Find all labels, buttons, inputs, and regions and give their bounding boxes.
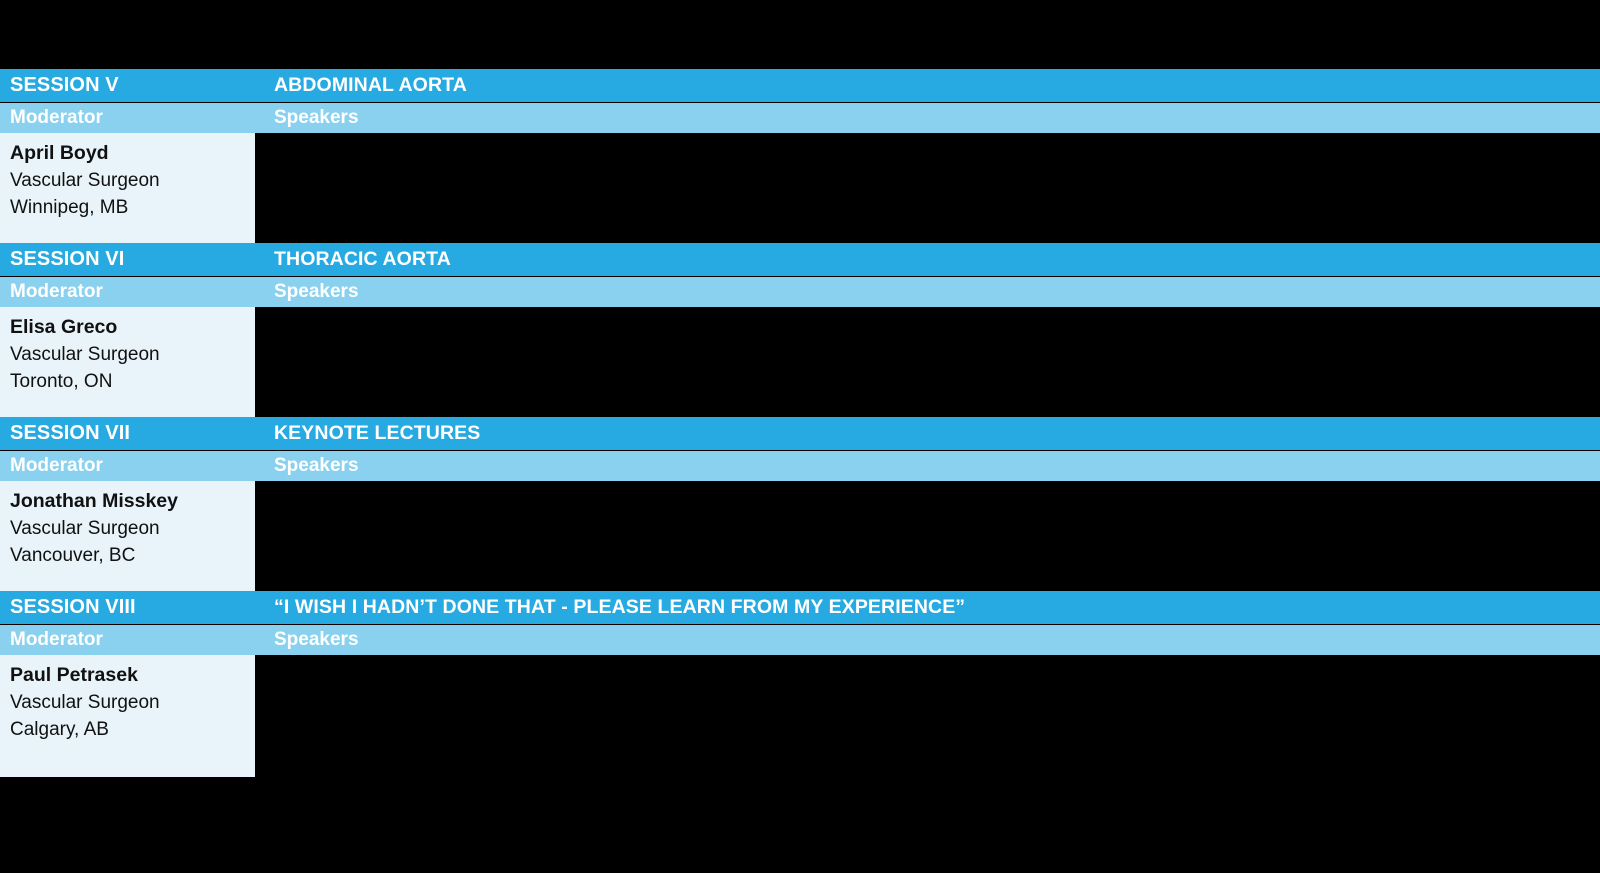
- session-number-4: SESSION VIII: [10, 596, 136, 618]
- speaker-cell-redacted: [264, 481, 521, 562]
- speaker-cell-redacted: [789, 133, 1046, 216]
- session-number-3: SESSION VII: [10, 422, 131, 444]
- speaker-cell-strip-redacted: [530, 392, 783, 409]
- session-title-2: THORACIC AORTA: [274, 248, 451, 270]
- speaker-cell-redacted: [1052, 133, 1310, 216]
- speaker-grid-2: [264, 307, 1568, 417]
- speaker-cell-strip-redacted: [264, 566, 521, 583]
- moderator-name-3: Jonathan Misskey: [10, 490, 178, 512]
- session-number-1: SESSION V: [10, 74, 119, 96]
- moderator-label-3: Moderator: [10, 455, 103, 476]
- speaker-cell-strip-redacted: [264, 392, 521, 409]
- speaker-cell-strip-redacted: [789, 220, 1046, 238]
- speaker-cell-strip-redacted: [1052, 392, 1310, 409]
- speaker-cell-redacted: [264, 133, 521, 216]
- moderator-role-2: Vascular Surgeon: [10, 343, 160, 365]
- moderator-city-4: Calgary, AB: [10, 718, 109, 740]
- speaker-cell-redacted: [1316, 655, 1568, 747]
- speaker-cell-redacted: [1052, 481, 1310, 562]
- speaker-cell-strip-redacted: [1316, 392, 1568, 409]
- speaker-cell-redacted: [789, 481, 1046, 562]
- session-number-2: SESSION VI: [10, 248, 125, 270]
- moderator-city-3: Vancouver, BC: [10, 544, 136, 566]
- top-cropped-region: [0, 0, 1600, 69]
- speaker-cell-redacted: [530, 481, 783, 562]
- moderator-label-4: Moderator: [10, 629, 103, 650]
- speaker-cell-redacted: [1316, 307, 1568, 388]
- session-body-2: Elisa Greco Vascular Surgeon Toronto, ON: [0, 307, 1600, 417]
- moderator-name-4: Paul Petrasek: [10, 664, 138, 686]
- speaker-cell-strip-redacted: [264, 220, 521, 238]
- session-title-bar-1: SESSION V ABDOMINAL AORTA: [0, 69, 1600, 102]
- speaker-cell-strip-redacted: [1316, 566, 1568, 583]
- speaker-cell-redacted: [789, 307, 1046, 388]
- session-title-bar-2: SESSION VI THORACIC AORTA: [0, 243, 1600, 276]
- moderator-role-1: Vascular Surgeon: [10, 169, 160, 191]
- session-subheader-bar-3: Moderator Speakers: [0, 451, 1600, 481]
- moderator-cell-4: Paul Petrasek Vascular Surgeon Calgary, …: [0, 655, 255, 777]
- speaker-cell-redacted: [530, 133, 783, 216]
- speakers-label-2: Speakers: [274, 281, 359, 302]
- session-title-3: KEYNOTE LECTURES: [274, 422, 481, 444]
- speaker-grid-4: [264, 655, 1568, 841]
- moderator-name-2: Elisa Greco: [10, 316, 118, 338]
- moderator-city-2: Toronto, ON: [10, 370, 113, 392]
- moderator-cell-3: Jonathan Misskey Vascular Surgeon Vancou…: [0, 481, 255, 591]
- speaker-cell-strip-redacted: [789, 566, 1046, 583]
- speaker-grid-3: [264, 481, 1568, 591]
- session-subheader-bar-2: Moderator Speakers: [0, 277, 1600, 307]
- speaker-cell-redacted: [1316, 133, 1568, 216]
- speaker-cell-strip-redacted: [1052, 220, 1310, 238]
- moderator-cell-2: Elisa Greco Vascular Surgeon Toronto, ON: [0, 307, 255, 417]
- moderator-label-2: Moderator: [10, 281, 103, 302]
- moderator-role-4: Vascular Surgeon: [10, 691, 160, 713]
- moderator-label-1: Moderator: [10, 107, 103, 128]
- speaker-cell-strip-redacted: [1316, 220, 1568, 238]
- session-title-4: “I WISH I HADN’T DONE THAT - PLEASE LEAR…: [274, 596, 966, 618]
- speaker-cell-redacted: [530, 655, 783, 747]
- moderator-cell-1: April Boyd Vascular Surgeon Winnipeg, MB: [0, 133, 255, 244]
- session-subheader-bar-4: Moderator Speakers: [0, 625, 1600, 655]
- session-body-1: April Boyd Vascular Surgeon Winnipeg, MB: [0, 133, 1600, 244]
- moderator-city-1: Winnipeg, MB: [10, 196, 129, 218]
- speaker-cell-strip-redacted: [530, 566, 783, 583]
- speaker-cell-redacted: [264, 307, 521, 388]
- speaker-cell-redacted: [1052, 307, 1310, 388]
- speaker-cell-strip-redacted: [530, 220, 783, 238]
- speaker-cell-redacted: [530, 307, 783, 388]
- speaker-grid-1: [264, 133, 1568, 244]
- speaker-cell-redacted: [1052, 655, 1310, 747]
- moderator-name-1: April Boyd: [10, 142, 109, 164]
- session-body-4: Paul Petrasek Vascular Surgeon Calgary, …: [0, 655, 1600, 841]
- speakers-label-1: Speakers: [274, 107, 359, 128]
- moderator-role-3: Vascular Surgeon: [10, 517, 160, 539]
- speaker-cell-redacted: [1316, 481, 1568, 562]
- speakers-label-3: Speakers: [274, 455, 359, 476]
- speaker-cell-redacted: [264, 655, 521, 747]
- session-title-bar-3: SESSION VII KEYNOTE LECTURES: [0, 417, 1600, 450]
- speakers-label-4: Speakers: [274, 629, 359, 650]
- speaker-cell-strip-redacted: [789, 392, 1046, 409]
- bottom-cropped-region: [0, 777, 1600, 873]
- speaker-cell-strip-redacted: [1052, 566, 1310, 583]
- session-subheader-bar-1: Moderator Speakers: [0, 103, 1600, 133]
- session-title-1: ABDOMINAL AORTA: [274, 74, 467, 96]
- session-body-3: Jonathan Misskey Vascular Surgeon Vancou…: [0, 481, 1600, 591]
- session-title-bar-4: SESSION VIII “I WISH I HADN’T DONE THAT …: [0, 591, 1600, 624]
- speaker-cell-redacted: [789, 655, 1046, 747]
